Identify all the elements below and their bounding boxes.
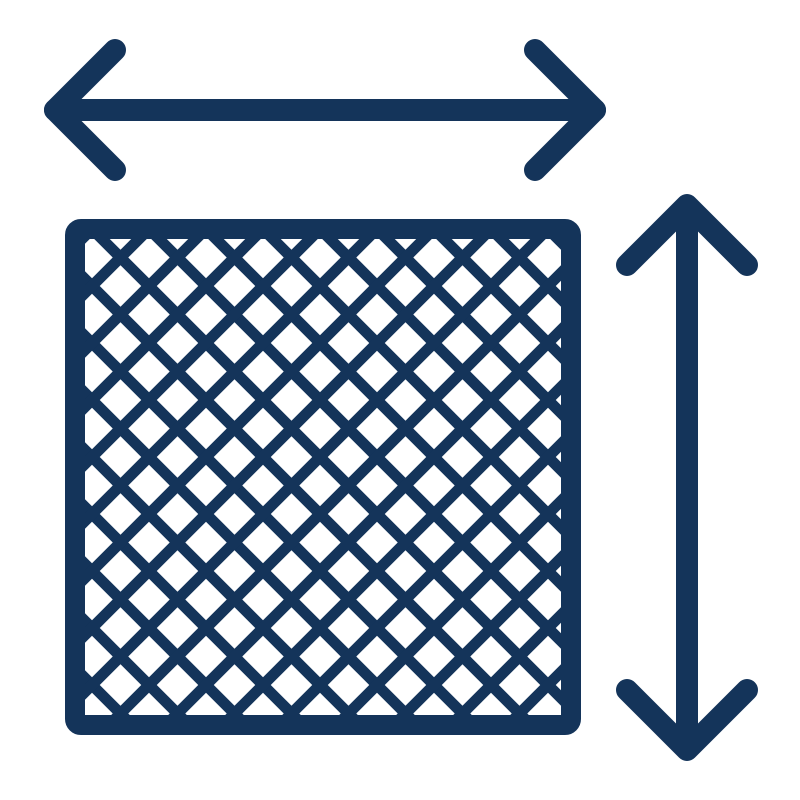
mesh-strand [84,238,205,359]
mesh-strand [84,238,433,587]
mesh-strand [395,549,562,716]
mesh-strand [452,606,562,716]
vertical-double-arrow-icon [616,194,758,761]
mesh-square-icon [0,219,800,735]
mesh-frame [65,219,581,735]
mesh-strand [719,229,800,725]
mesh-strand [549,238,562,251]
horizontal-double-arrow-icon [44,39,606,181]
mesh-strand [84,238,262,416]
mesh-strand [435,238,562,365]
mesh-strand [84,612,188,716]
mesh-strand [0,229,35,725]
mesh-strand [84,441,359,716]
mesh-strand [84,327,473,716]
mesh-strand [281,435,562,716]
mesh-strand [167,321,562,716]
mesh-strand [84,238,319,473]
mesh-strand [84,238,490,644]
mesh-strand [224,378,562,716]
mesh-strand [84,384,416,716]
mesh-strand [509,663,562,716]
mesh-strand [605,229,800,725]
mesh-strand [338,492,562,716]
mesh-strand [84,238,547,701]
mesh-strand [110,264,562,716]
mesh-strand [0,229,75,725]
mesh-strand [84,498,302,716]
mesh-strand [84,238,376,530]
mesh-strand [84,555,245,716]
mesh-strand [776,229,800,725]
mesh-strand [378,238,562,422]
